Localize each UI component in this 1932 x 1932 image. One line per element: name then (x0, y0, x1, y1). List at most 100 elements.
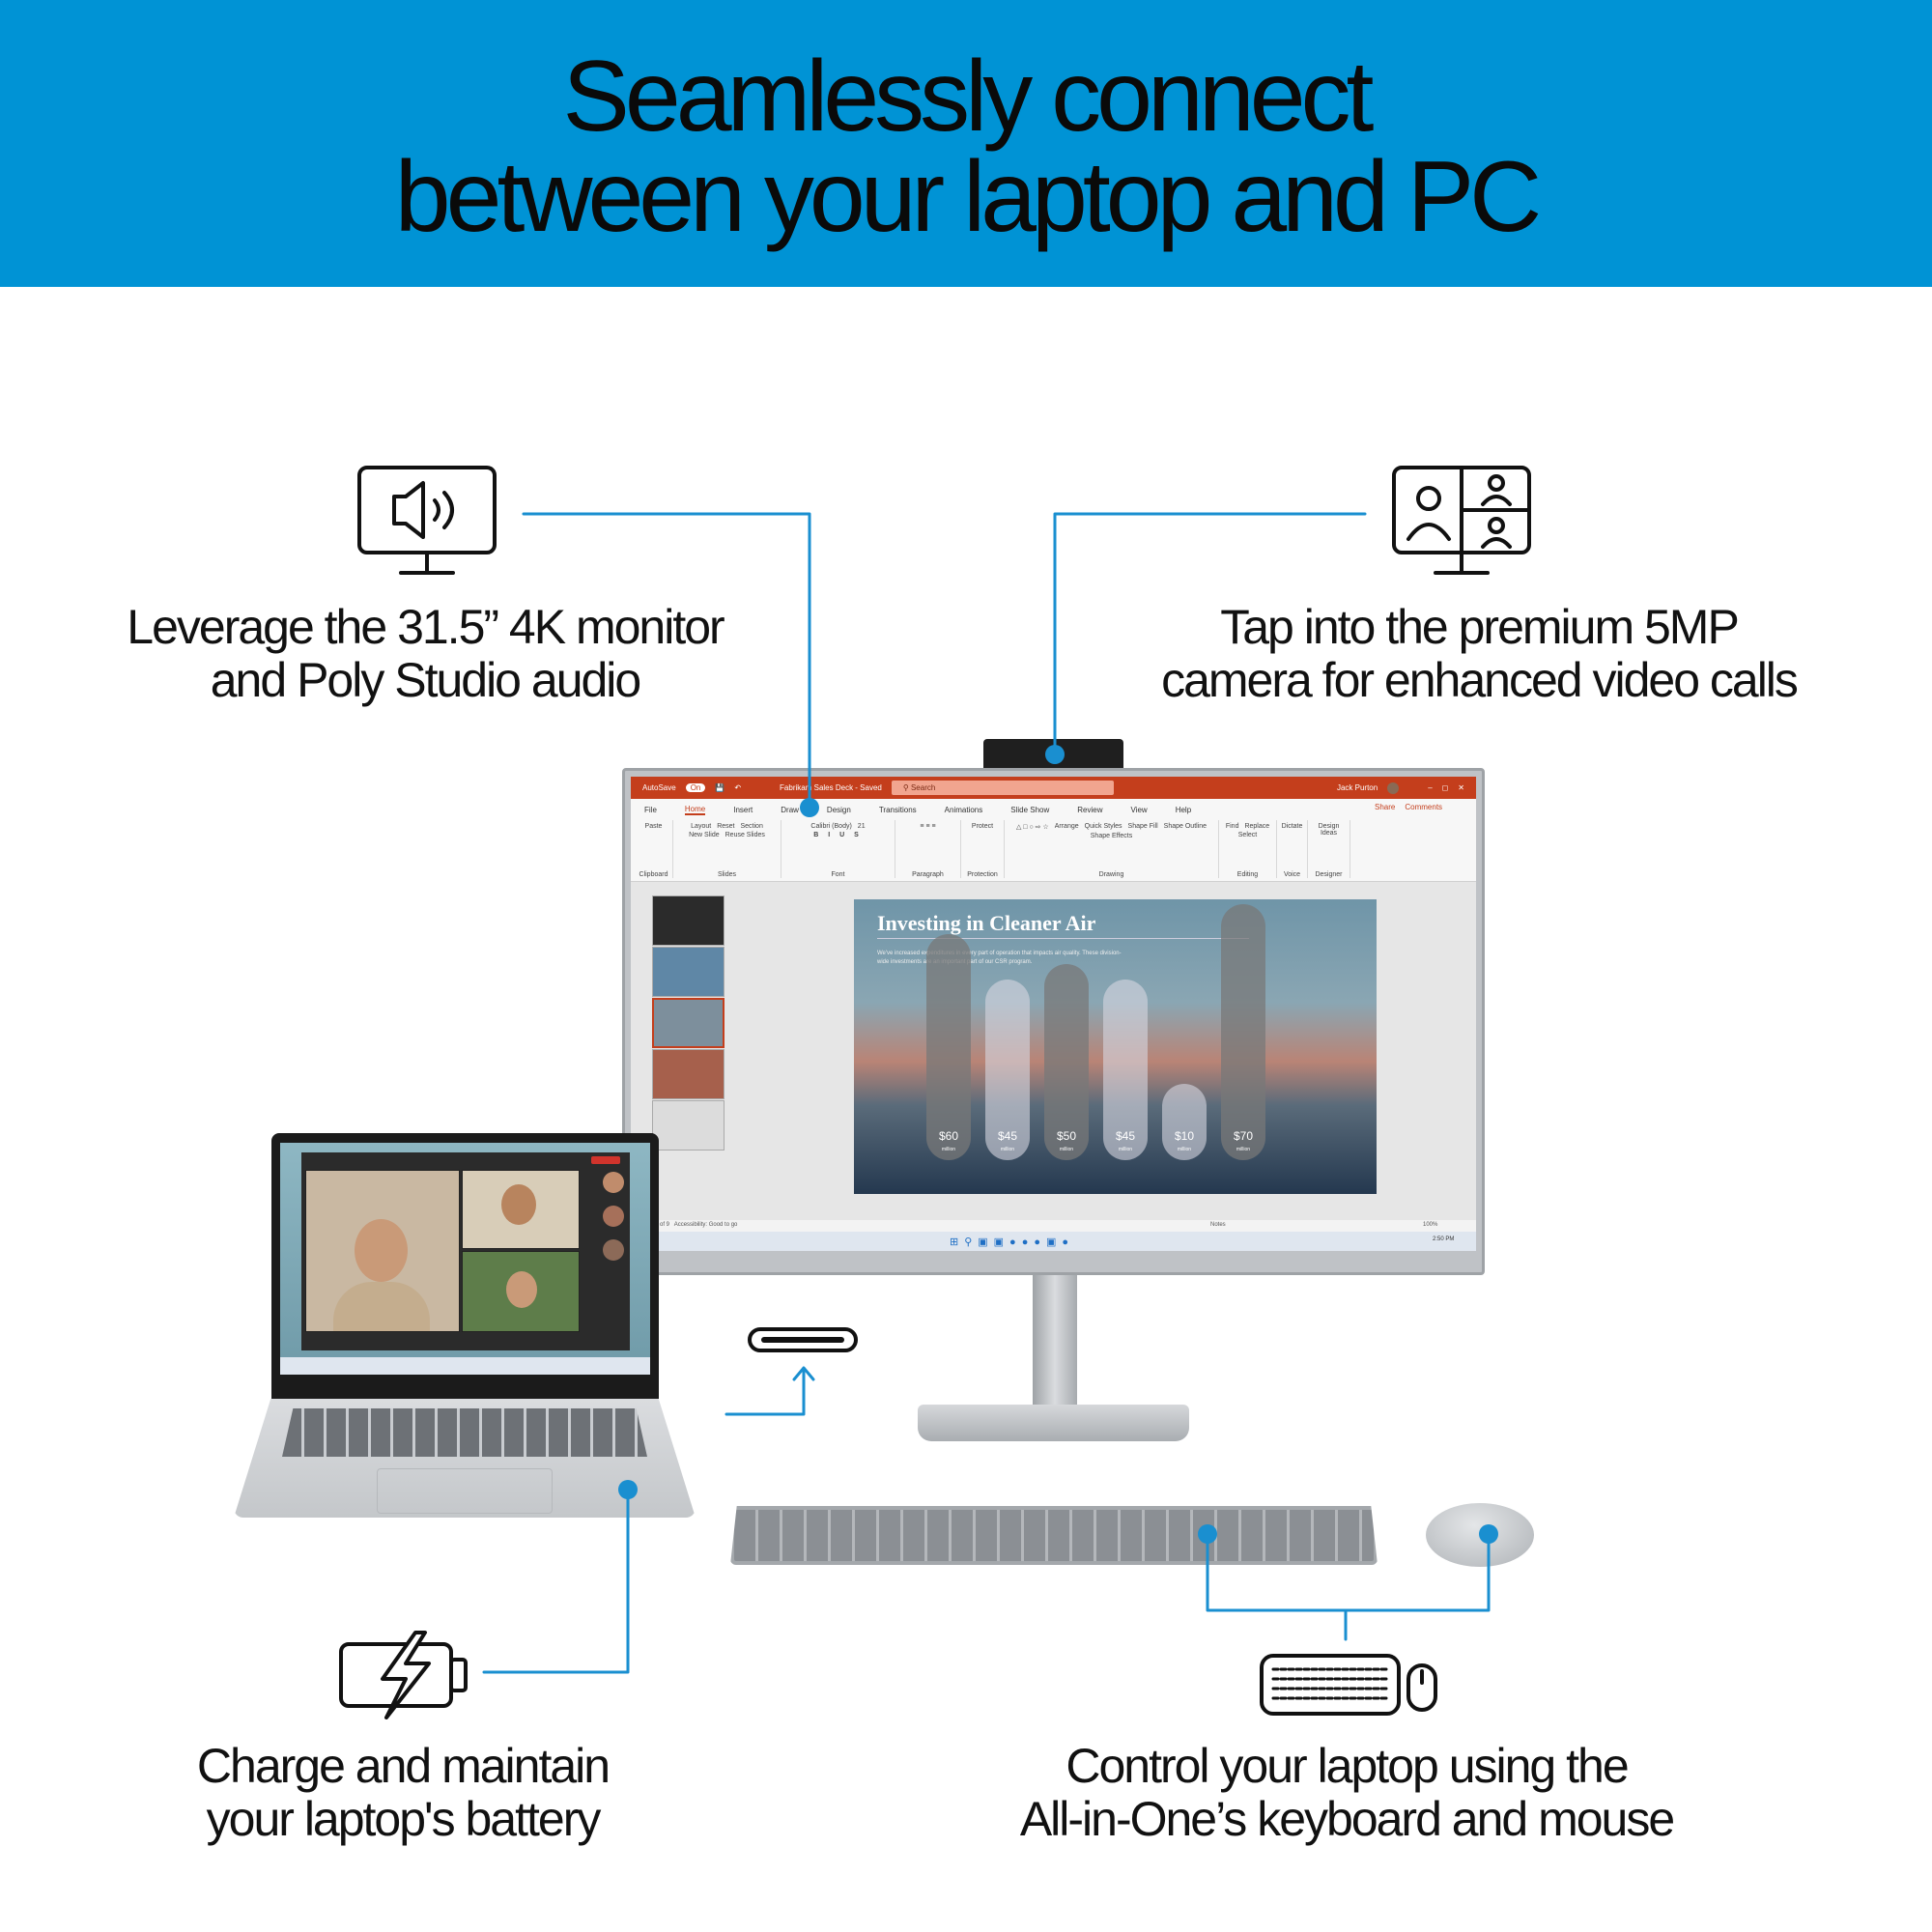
list-icons[interactable]: ≡ ≡ ≡ (920, 823, 936, 830)
monitor-stand-neck (1033, 1275, 1077, 1410)
undo-icon[interactable]: ↶ (734, 783, 742, 792)
feature-control-line1: Control your laptop using the (1065, 1739, 1629, 1793)
pill-value: $70 (1233, 1129, 1254, 1143)
status-bar: of 9 Accessibility: Good to go Notes 100… (631, 1220, 1476, 1232)
save-icon[interactable]: 💾 (715, 783, 725, 792)
share-button[interactable]: Share (1375, 803, 1396, 811)
slide-thumb[interactable] (652, 947, 724, 997)
arrange-button[interactable]: Arrange (1054, 823, 1079, 830)
participant-tile (462, 1170, 580, 1249)
slide-thumb[interactable] (652, 895, 724, 946)
battery-charging-icon (339, 1631, 468, 1719)
font-format-buttons[interactable]: B I U S (813, 832, 863, 838)
feature-camera-text: Tap into the premium 5MP camera for enha… (1093, 601, 1865, 707)
feature-control-line2: All-in-One’s keyboard and mouse (1019, 1792, 1675, 1846)
group-label: Font (831, 871, 845, 878)
ribbon-tabs: File Home Insert Draw Design Transitions Anima… (631, 799, 1476, 820)
user-name: Jack Purton (1336, 783, 1378, 792)
tab-design[interactable]: Design (826, 805, 851, 814)
group-label: Clipboard (639, 871, 668, 878)
font-size-select[interactable]: 21 (857, 823, 866, 830)
search-box[interactable]: ⚲ Search (891, 781, 1114, 795)
callout-line-charge (482, 1488, 630, 1674)
section-button[interactable]: Section (740, 823, 763, 830)
group-label: Paragraph (912, 871, 944, 878)
paste-button[interactable]: Paste (644, 823, 663, 830)
leave-call-button[interactable] (591, 1156, 620, 1164)
slide-thumb[interactable] (652, 1100, 724, 1151)
pill-unit: million (1059, 1147, 1074, 1152)
notes-button[interactable]: Notes (1210, 1222, 1226, 1228)
group-editing: Find Replace Select Editing (1219, 820, 1277, 878)
group-voice: Dictate Voice (1277, 820, 1308, 878)
feature-audio-line2: and Poly Studio audio (210, 653, 641, 707)
tab-view[interactable]: View (1130, 805, 1148, 814)
replace-button[interactable]: Replace (1244, 823, 1270, 830)
zoom-level[interactable]: 100% (1423, 1222, 1438, 1228)
design-ideas-button[interactable]: Design Ideas (1318, 823, 1340, 837)
group-label: Slides (717, 871, 737, 878)
feature-charge-line2: your laptop's battery (206, 1792, 602, 1846)
slide-title: Investing in Cleaner Air (877, 911, 1096, 935)
shape-fill-button[interactable]: Shape Fill (1127, 823, 1158, 830)
select-button[interactable]: Select (1237, 832, 1258, 838)
new-slide-button[interactable]: New Slide (689, 832, 720, 838)
pill-value: $10 (1174, 1129, 1195, 1143)
shape-outline-button[interactable]: Shape Outline (1163, 823, 1208, 830)
document-title: Fabrikam Sales Deck - Saved (780, 783, 882, 792)
protect-button[interactable]: Protect (971, 823, 994, 830)
headline-line2: between your laptop and PC (394, 141, 1542, 253)
feature-audio-text: Leverage the 31.5” 4K monitor and Poly S… (39, 601, 811, 707)
feature-camera-line2: camera for enhanced video calls (1161, 653, 1799, 707)
taskbar-icons[interactable]: ⊞⚲▣▣●●●▣● (950, 1236, 1075, 1248)
minimize-icon[interactable]: – (1428, 783, 1433, 792)
feature-charge-text: Charge and maintain your laptop's batter… (16, 1740, 789, 1846)
layout-button[interactable]: Layout (691, 823, 712, 830)
usb-c-port-inner (761, 1337, 844, 1343)
slide-canvas[interactable]: Investing in Cleaner Air We've increased… (854, 899, 1377, 1194)
font-select[interactable]: Calibri (Body) (810, 823, 852, 830)
tab-home[interactable]: Home (684, 804, 706, 815)
chart-pill: $10 million (1162, 1084, 1207, 1160)
dictate-button[interactable]: Dictate (1281, 823, 1303, 830)
participant-avatar (603, 1239, 624, 1261)
reuse-slides-button[interactable]: Reuse Slides (724, 832, 765, 838)
group-label: Protection (967, 871, 998, 878)
taskbar: ⊞⚲▣▣●●●▣● 2:50 PM (631, 1232, 1476, 1251)
comments-button[interactable]: Comments (1405, 803, 1443, 811)
usb-c-port-icon (748, 1327, 858, 1352)
shape-effects-button[interactable]: Shape Effects (1090, 833, 1133, 839)
tab-animations[interactable]: Animations (944, 805, 983, 814)
group-paragraph: ≡ ≡ ≡ Paragraph (895, 820, 961, 878)
tab-file[interactable]: File (644, 805, 657, 814)
maximize-icon[interactable]: ◻ (1441, 783, 1449, 792)
group-protection: Protect Protection (961, 820, 1005, 878)
slide-thumb-selected[interactable] (652, 998, 724, 1048)
pill-value: $45 (997, 1129, 1018, 1143)
shapes-gallery[interactable]: △ □ ○ ⇨ ☆ (1015, 824, 1049, 831)
accessibility-status[interactable]: Accessibility: Good to go (673, 1222, 738, 1228)
group-label: Drawing (1098, 871, 1124, 878)
reset-button[interactable]: Reset (717, 823, 735, 830)
tab-slide-show[interactable]: Slide Show (1010, 805, 1050, 814)
callout-dot-audio (800, 798, 819, 817)
pill-unit: million (1177, 1147, 1192, 1152)
tab-insert[interactable]: Insert (733, 805, 753, 814)
close-icon[interactable]: ✕ (1458, 783, 1464, 792)
find-button[interactable]: Find (1225, 823, 1239, 830)
quick-styles-button[interactable]: Quick Styles (1084, 823, 1122, 830)
tab-draw[interactable]: Draw (781, 805, 799, 814)
autosave-toggle[interactable]: On (685, 783, 706, 792)
arrow-head (792, 1366, 815, 1381)
slide-thumb[interactable] (652, 1049, 724, 1099)
tab-review[interactable]: Review (1077, 805, 1103, 814)
tab-transitions[interactable]: Transitions (878, 805, 917, 814)
group-clipboard: Paste Clipboard (635, 820, 673, 878)
group-label: Voice (1283, 871, 1301, 878)
callout-lines (482, 512, 1491, 1674)
avatar[interactable] (1387, 781, 1400, 794)
tab-help[interactable]: Help (1175, 805, 1192, 814)
